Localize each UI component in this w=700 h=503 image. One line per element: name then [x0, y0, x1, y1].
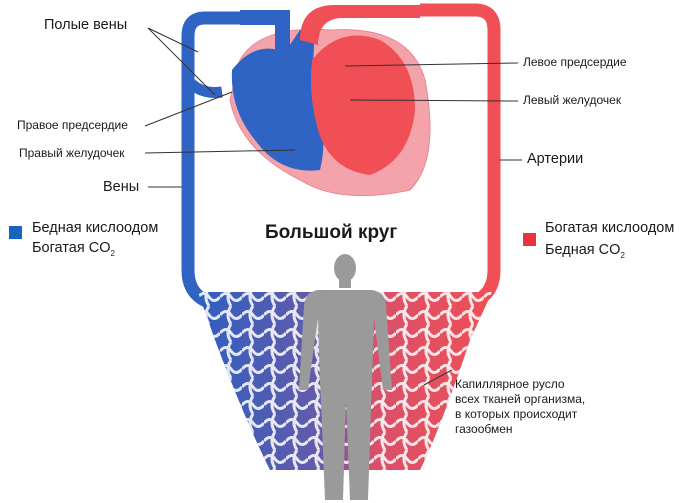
pointer-lines [144, 27, 522, 386]
vena-cava-top [240, 10, 290, 60]
label-left-ventricle: Левый желудочек [523, 93, 622, 107]
capillary-line: всех тканей организма, [455, 392, 586, 406]
label-left-atrium: Левое предсердие [523, 55, 627, 69]
label-veins: Вены [103, 179, 140, 195]
legend-venous-swatch [9, 226, 22, 239]
legend-arterial-line1: Богатая кислоодом [545, 220, 675, 236]
label-vena-cava: Полые вены [44, 17, 128, 33]
left-heart [310, 35, 415, 175]
vena-cava-lower [183, 76, 223, 98]
artery-vessel [420, 3, 501, 312]
label-capillary-bed: Капиллярное русло всех тканей организма,… [455, 377, 585, 437]
capillary-line: газообмен [455, 422, 513, 436]
legend-venous-line1: Бедная кислоодом [32, 220, 159, 236]
right-heart [231, 30, 324, 171]
vein-vessel [181, 11, 240, 312]
capillary-line: Капиллярное русло [455, 377, 565, 391]
aorta [300, 5, 420, 45]
label-arteries: Артерии [527, 151, 584, 167]
legend-arterial-swatch [523, 233, 536, 246]
human-silhouette [299, 254, 392, 500]
legend-venous-line2: Богатая CO2 [32, 240, 115, 258]
capillary-line: в которых происходит [455, 407, 578, 421]
label-right-atrium: Правое предсердие [17, 118, 128, 132]
label-right-ventricle: Правый желудочек [19, 146, 125, 160]
diagram-title: Большой круг [265, 222, 398, 243]
legend-arterial-line2: Бедная CO2 [545, 242, 625, 260]
